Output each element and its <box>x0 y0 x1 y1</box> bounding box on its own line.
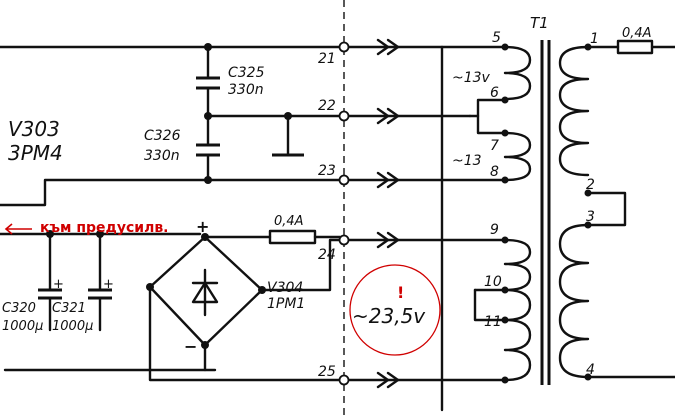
c321-name: C321 <box>52 301 86 316</box>
pin-4: 4 <box>586 362 595 378</box>
wire-group-left <box>0 45 342 382</box>
terminal-23: 23 <box>318 163 336 179</box>
fuse-primary <box>616 39 654 55</box>
c326-value: 330n <box>144 148 180 164</box>
pin-7: 7 <box>490 138 499 154</box>
secondary-winding-1 <box>503 45 532 101</box>
annotation-exclamation: ! <box>397 283 404 302</box>
v303-name: V303 <box>8 117 60 141</box>
primary-winding <box>558 45 675 379</box>
preamp-label: към предусилв. <box>40 220 169 236</box>
fuse-secondary-label: 0,4A <box>274 214 304 229</box>
pin-dots-secondary <box>501 43 509 384</box>
v304-name: V304 <box>267 280 303 296</box>
v304-type: 1PM1 <box>267 296 305 312</box>
terminal-22: 22 <box>318 98 336 114</box>
fuse-secondary <box>268 229 317 245</box>
c325-name: C325 <box>228 65 265 81</box>
voltage-winding-2: ~13 <box>452 153 482 169</box>
pin-8: 8 <box>490 164 499 180</box>
c321-plus: + <box>103 277 114 292</box>
bridge-rectifier <box>148 235 264 347</box>
pin-5: 5 <box>492 30 501 46</box>
c320-name: C320 <box>2 301 36 316</box>
c320-plus: + <box>53 277 64 292</box>
c321-value: 1000μ <box>52 319 93 334</box>
terminal-21: 21 <box>318 51 336 67</box>
terminal-24: 24 <box>318 247 336 263</box>
pin-11: 11 <box>484 314 502 330</box>
c320-value: 1000μ <box>2 319 43 334</box>
pin-9: 9 <box>490 222 499 238</box>
capacitor-c320 <box>38 288 62 332</box>
fuse-primary-label: 0,4A <box>622 26 652 41</box>
capacitor-c325 <box>196 76 220 90</box>
arrow-left-icon <box>4 223 32 235</box>
annotation-circle <box>349 264 441 356</box>
pin-6: 6 <box>490 85 499 101</box>
secondary-winding-3 <box>503 238 532 382</box>
bridge-plus: + <box>196 217 209 236</box>
terminal-points <box>338 41 350 386</box>
wire-group-right <box>347 45 507 412</box>
annotation-voltage: ~23,5v <box>352 304 426 328</box>
secondary-winding-2 <box>503 131 532 182</box>
connector-chevrons <box>376 38 400 389</box>
v303-type: 3PM4 <box>8 141 63 165</box>
pin-2: 2 <box>586 177 595 193</box>
pin-10: 10 <box>484 274 502 290</box>
voltage-winding-1: ~13v <box>452 70 491 86</box>
transformer-core <box>540 40 551 385</box>
pin-3: 3 <box>586 209 595 225</box>
transformer-name: T1 <box>530 14 549 32</box>
pin-dots-primary <box>584 43 592 381</box>
capacitor-c321 <box>88 288 112 332</box>
bridge-minus: − <box>184 337 197 356</box>
terminal-25: 25 <box>318 364 336 380</box>
c325-value: 330n <box>228 82 264 98</box>
capacitor-c326 <box>196 143 220 157</box>
pin-1: 1 <box>590 31 599 47</box>
c326-name: C326 <box>144 128 181 144</box>
